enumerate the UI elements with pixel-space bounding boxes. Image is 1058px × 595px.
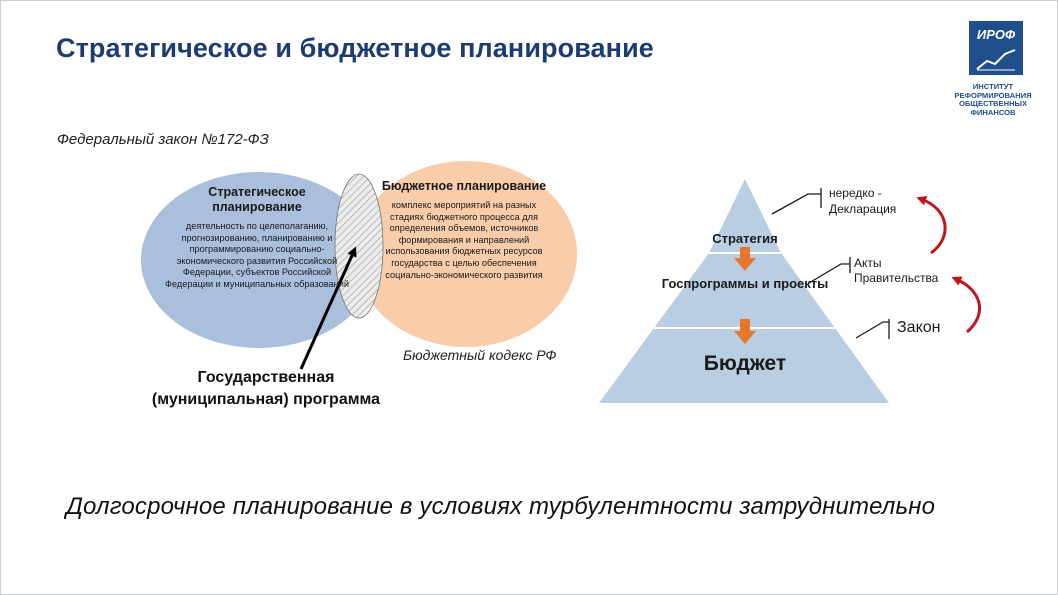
pyramid-bottom-level [599,328,889,403]
state-program-label-line1: Государственная [197,369,335,386]
strategic-planning-heading: Стратегическое планирование [208,185,306,214]
curved-arrow-icon [916,195,947,255]
strategic-planning-description: деятельность по целеполаганию, прогнозир… [165,221,349,289]
budget-code-label: Бюджетный кодекс РФ [403,347,557,363]
law-callout: Закон [897,319,941,336]
federal-law-label: Федеральный закон №172-ФЗ [57,131,269,148]
pyramid-strategy-label: Стратегия [712,231,778,246]
callout-bracket [771,188,822,215]
state-program-label-line2: (муниципальная) программа [151,391,381,408]
state-program-label: Государственная (муниципальная) программ… [131,367,401,411]
curved-arrow-icon [951,276,982,334]
government-acts-callout-line1: Акты [854,256,882,270]
budget-planning-heading: Бюджетное планирование [381,179,547,193]
pyramid-budget-label: Бюджет [703,352,787,375]
callout-bracket [808,257,851,284]
footer-statement: Долгосрочное планирование в условиях тур… [66,493,936,520]
strategic-planning-text: Стратегическое планирование деятельность… [163,185,351,291]
declaration-callout-line2: Декларация [829,202,897,216]
pyramid-top-level [709,179,781,253]
logo-chart-icon [976,49,1016,71]
program-pointer-arrow [299,246,357,370]
budget-planning-description: комплекс мероприятий на разных стадиях б… [385,200,543,280]
down-arrow-icon [734,247,756,271]
pyramid-programs-label: Госпрограммы и проекты [661,276,829,291]
government-acts-callout-line2: Правительства [854,271,939,285]
budget-planning-text: Бюджетное планирование комплекс мероприя… [375,179,553,281]
declaration-callout-line1: нередко - [829,186,882,200]
pyramid-middle-level [654,253,835,328]
declaration-callout: нередко - Декларация [829,185,896,217]
logo-name: ИНСТИТУТ РЕФОРМИРОВАНИЯ ОБЩЕСТВЕННЫХ ФИН… [954,82,1032,117]
venn-intersection [334,173,384,319]
logo-badge: ИРОФ [969,21,1023,75]
callout-bracket [855,319,890,339]
strategic-planning-circle [141,172,377,348]
logo-abbreviation: ИРОФ [976,27,1016,42]
down-arrow-icon [734,319,756,344]
page-title: Стратегическое и бюджетное планирование [56,33,654,63]
budget-planning-circle [355,161,577,347]
government-acts-callout: Акты Правительства [854,256,938,286]
